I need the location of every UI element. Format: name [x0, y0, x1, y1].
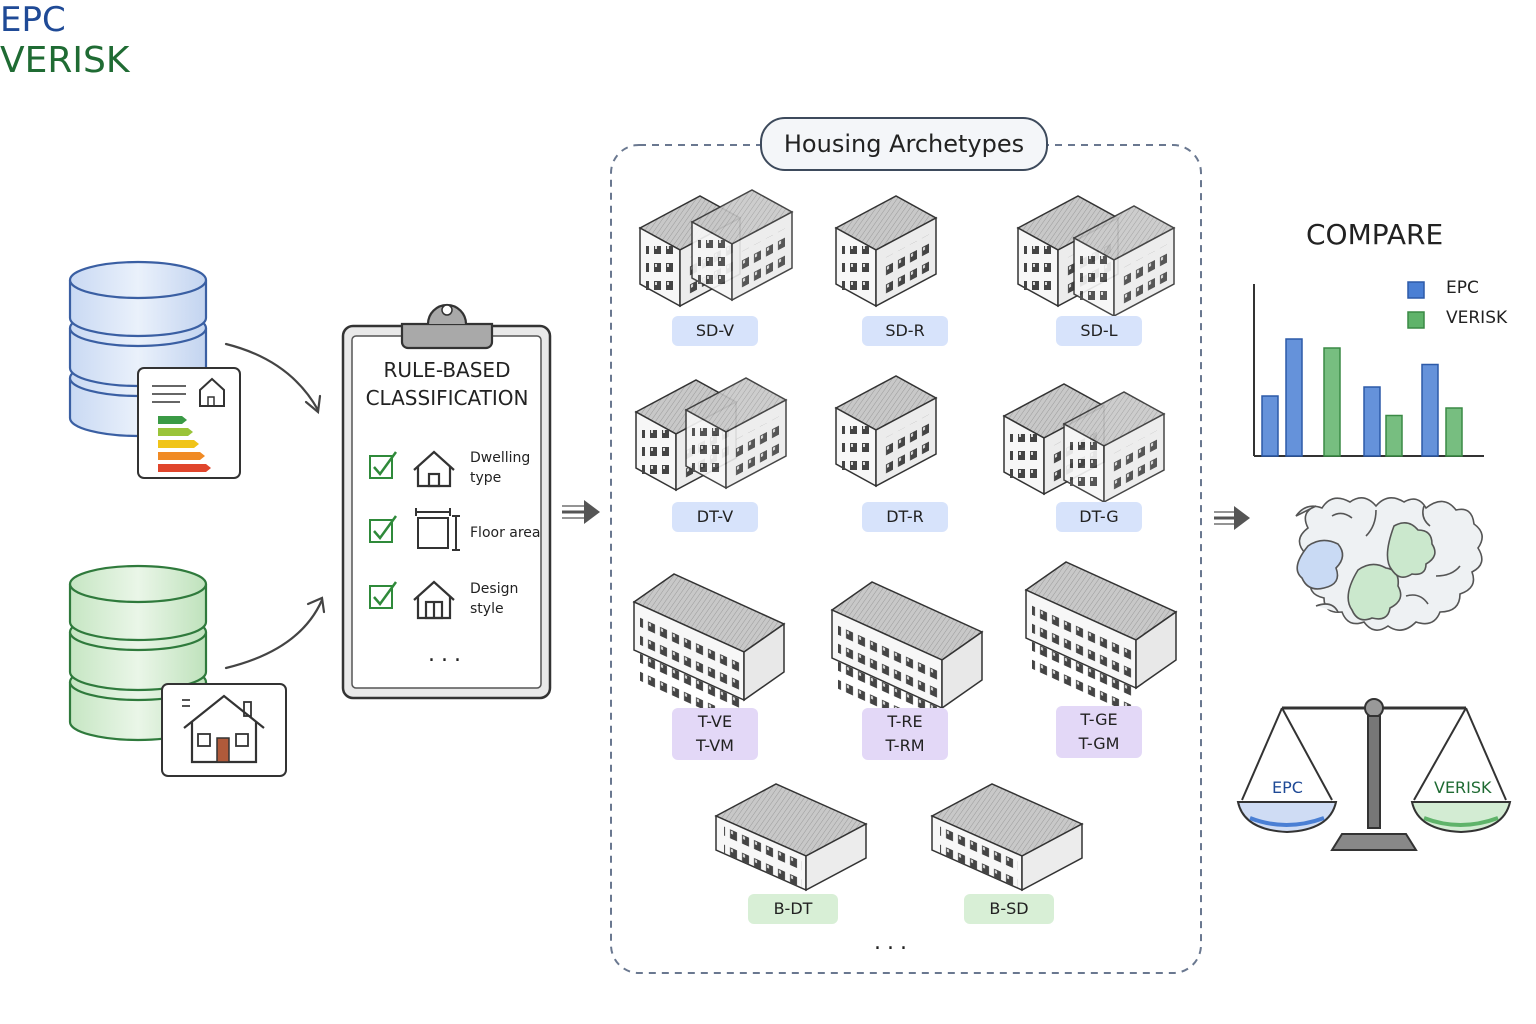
criterion-label: Dwelling	[470, 450, 531, 466]
verisk-to-rules-arrow	[224, 598, 324, 670]
bar-verisk-5	[1385, 414, 1403, 457]
house-sd-r-illustration	[835, 195, 937, 307]
archetype-tag-b-dt: B-DT	[748, 894, 838, 924]
criterion-dwelling-type: Dwelling type	[470, 448, 530, 488]
scale-label-epc: EPC	[1272, 778, 1303, 797]
house-b-dt-illustration	[715, 783, 867, 892]
archetype-label: SD-L	[1080, 321, 1118, 340]
bar-epc-4	[1363, 386, 1381, 457]
bar-epc-1	[1261, 395, 1279, 457]
archetypes-to-compare-arrow	[1214, 506, 1250, 530]
criterion-floor-area: Floor area	[470, 523, 541, 543]
classification-title-line2: CLASSIFICATION	[365, 386, 529, 410]
comparison-bar-chart	[1253, 281, 1484, 457]
archetype-tag-sd-r: SD-R	[862, 316, 948, 346]
classification-title: RULE-BASED CLASSIFICATION	[348, 356, 546, 412]
archetype-label: SD-R	[885, 321, 925, 340]
archetype-tag-sd-v: SD-V	[672, 316, 758, 346]
archetype-tag-dt-v: DT-V	[672, 502, 758, 532]
legend-swatch-epc	[1407, 281, 1425, 299]
criteria-icons	[369, 450, 460, 620]
house-t-ve-illustration	[633, 573, 785, 729]
archetype-label: SD-V	[695, 321, 735, 340]
house-b-sd-illustration	[931, 783, 1083, 892]
archetype-label: DT-R	[886, 507, 924, 526]
archetypes-panel-title: Housing Archetypes	[760, 117, 1048, 171]
archetype-label: T-GE	[1080, 710, 1118, 729]
legend-label-verisk: VERISK	[1446, 308, 1508, 328]
verisk-property-card	[161, 683, 287, 777]
bar-epc-2	[1285, 338, 1303, 457]
floor-area-icon	[415, 508, 460, 551]
criterion-design-style: Design style	[470, 579, 518, 619]
archetype-label: B-DT	[773, 899, 813, 918]
criterion-label: style	[470, 601, 504, 617]
design-house-icon	[413, 580, 455, 620]
compare-title: COMPARE	[1306, 218, 1444, 251]
region-comparison-map	[1295, 497, 1483, 631]
archetype-tag-b-sd: B-SD	[964, 894, 1054, 924]
archetype-label: T-VM	[696, 736, 734, 755]
house-icon	[413, 450, 455, 488]
epc-source-title: EPC	[0, 0, 66, 40]
criterion-label: Design	[470, 581, 519, 597]
scale-label-verisk: VERISK	[1434, 778, 1492, 797]
check-icon	[369, 515, 398, 543]
epc-to-rules-arrow	[224, 342, 320, 412]
check-icon	[369, 581, 398, 609]
balance-scale-icon	[1236, 698, 1512, 851]
archetype-label: T-VE	[697, 712, 733, 731]
archetype-label: DT-G	[1079, 507, 1119, 526]
archetype-tag-dt-r: DT-R	[862, 502, 948, 532]
bar-verisk-3	[1323, 347, 1341, 457]
house-t-ge-illustration	[1025, 561, 1177, 717]
legend-label-epc: EPC	[1446, 278, 1479, 298]
verisk-source-title: VERISK	[0, 40, 130, 81]
bar-verisk-7	[1445, 407, 1463, 457]
classification-title-line1: RULE-BASED	[383, 358, 511, 382]
archetype-label: B-SD	[989, 899, 1029, 918]
epc-certificate-card	[137, 367, 241, 479]
archetype-label: DT-V	[696, 507, 734, 526]
check-icon	[369, 451, 398, 479]
bar-epc-6	[1421, 363, 1439, 457]
archetype-tag-dt-g: DT-G	[1056, 502, 1142, 532]
house-dt-r-illustration	[835, 375, 937, 487]
rules-to-archetypes-arrow	[562, 500, 600, 524]
archetype-label: T-GM	[1078, 734, 1120, 753]
archetype-label: T-RE	[887, 712, 923, 731]
archetype-tag-t-ve: T-VE T-VM	[672, 708, 758, 760]
legend-swatch-verisk	[1407, 311, 1425, 329]
more-criteria-ellipsis: ...	[428, 642, 467, 667]
archetype-label: T-RM	[885, 736, 925, 755]
archetype-tag-sd-l: SD-L	[1056, 316, 1142, 346]
archetype-tag-t-re: T-RE T-RM	[862, 708, 948, 760]
archetype-tag-t-ge: T-GE T-GM	[1056, 706, 1142, 758]
criterion-label: Floor area	[470, 525, 541, 541]
more-archetypes-ellipsis: ...	[874, 930, 913, 955]
criterion-label: type	[470, 470, 502, 486]
